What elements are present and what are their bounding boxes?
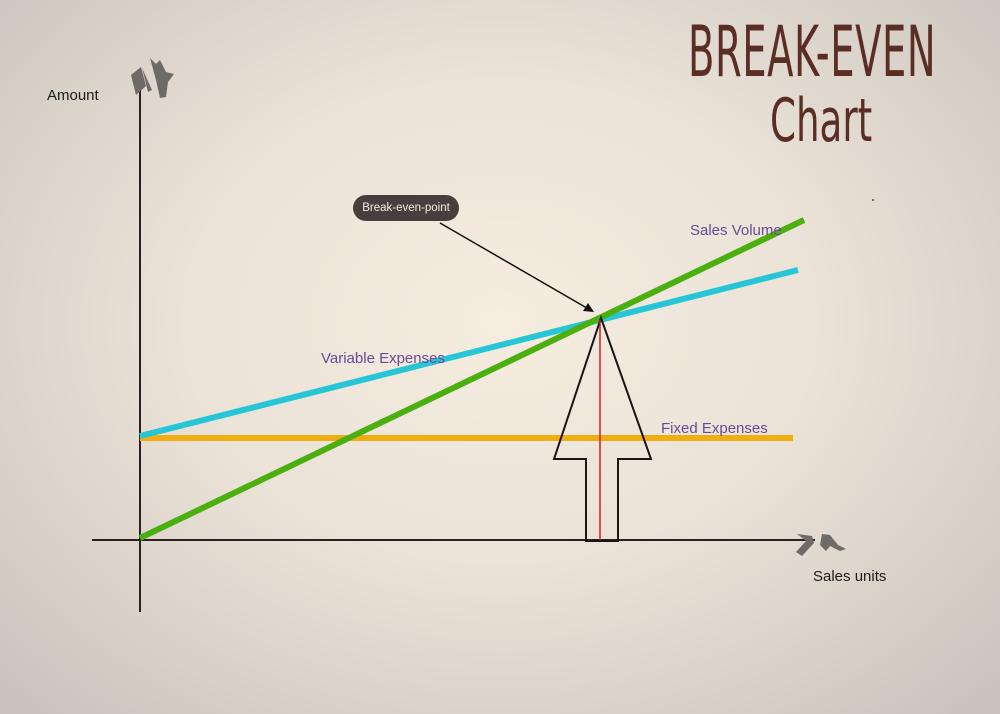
y-axis-label: Amount [47, 87, 99, 104]
sales-volume-label: Sales Volume [690, 222, 782, 239]
y-axis-arrow-icon [131, 58, 174, 98]
break-even-up-arrow-icon [552, 314, 653, 542]
callout-pointer-head-icon [583, 303, 594, 312]
x-axis-label: Sales units [813, 568, 887, 585]
fixed-expenses-label: Fixed Expenses [661, 420, 768, 437]
chart-subtitle: Chart [770, 86, 873, 156]
variable-expenses-line [139, 267, 799, 439]
chart-title: BREAK-EVEN [688, 11, 937, 93]
sales-volume-line [138, 217, 806, 541]
x-axis-arrow-icon [796, 534, 846, 556]
variable-expenses-label: Variable Expenses [321, 350, 445, 367]
callout-pointer [439, 222, 593, 312]
break-even-point-callout: Break-even-point [353, 195, 459, 221]
